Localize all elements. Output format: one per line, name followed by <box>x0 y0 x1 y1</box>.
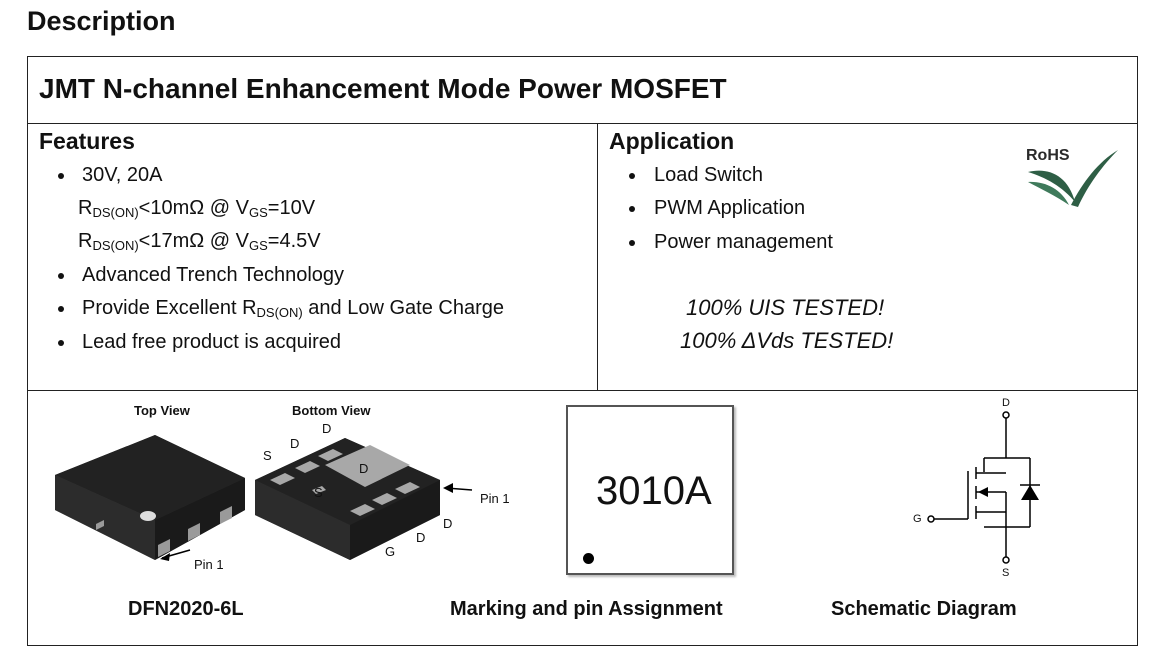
pad-label: D <box>443 516 453 531</box>
marking-caption: Marking and pin Assignment <box>450 598 723 620</box>
rohs-logo: RoHS <box>1023 147 1123 212</box>
top-view-package <box>55 435 245 560</box>
pad-label: S <box>263 448 272 463</box>
divider <box>27 123 1138 124</box>
pad-label: S <box>314 485 323 500</box>
pin1-label-bottom: Pin 1 <box>480 491 510 506</box>
bullet <box>58 273 64 279</box>
package-drawing <box>55 435 473 561</box>
bullet <box>629 240 635 246</box>
pad-label: G <box>385 544 396 559</box>
application-item: Load Switch <box>654 164 763 186</box>
drain-label: D <box>1002 397 1010 409</box>
bullet <box>58 306 64 312</box>
bullet <box>629 173 635 179</box>
pin1-label-top: Pin 1 <box>194 557 224 572</box>
bottom-view-label: Bottom View <box>292 403 371 418</box>
checkmark-leaf-icon <box>1028 150 1118 207</box>
pad-label: D <box>359 461 369 476</box>
bullet <box>629 206 635 212</box>
application-item: PWM Application <box>654 197 806 219</box>
mosfet-schematic <box>927 411 1040 564</box>
marking-box: 3010A <box>566 405 734 575</box>
feature-rating: 30V, 20A <box>82 164 163 186</box>
application-item: Power management <box>654 231 833 253</box>
product-title: JMT N-channel Enhancement Mode Power MOS… <box>39 73 727 104</box>
bottom-view-package <box>255 438 440 560</box>
top-view-label: Top View <box>134 403 190 418</box>
schematic-caption: Schematic Diagram <box>831 598 1017 620</box>
feature-rds-4v5: RDS(ON)<17mΩ @ VGS=4.5V <box>78 230 321 253</box>
bullet <box>58 340 64 346</box>
pad-label: D <box>416 530 426 545</box>
description-table <box>27 56 1138 646</box>
pad-label: D <box>322 421 332 436</box>
feature-rds-10v: RDS(ON)<10mΩ @ VGS=10V <box>78 197 316 220</box>
rohs-label: RoHS <box>1026 147 1070 164</box>
feature-lead-free: Lead free product is acquired <box>82 331 342 353</box>
divider <box>27 390 1138 391</box>
feature-rds-gate: Provide Excellent RDS(ON) and Low Gate C… <box>82 297 504 320</box>
marking-code: 3010A <box>596 469 712 513</box>
pin1-dot <box>583 553 594 564</box>
pad-label: D <box>290 436 300 451</box>
section-heading: Description <box>27 6 176 36</box>
features-heading: Features <box>39 128 135 154</box>
feature-trench: Advanced Trench Technology <box>82 264 345 286</box>
uis-tested-note: 100% UIS TESTED! <box>686 295 885 320</box>
application-heading: Application <box>609 128 735 154</box>
source-label: S <box>1002 567 1010 579</box>
dvds-tested-note: 100% ΔVds TESTED! <box>680 328 894 353</box>
gate-label: G <box>913 513 922 525</box>
bullet <box>58 173 64 179</box>
divider <box>597 123 598 390</box>
package-caption: DFN2020-6L <box>128 598 244 620</box>
